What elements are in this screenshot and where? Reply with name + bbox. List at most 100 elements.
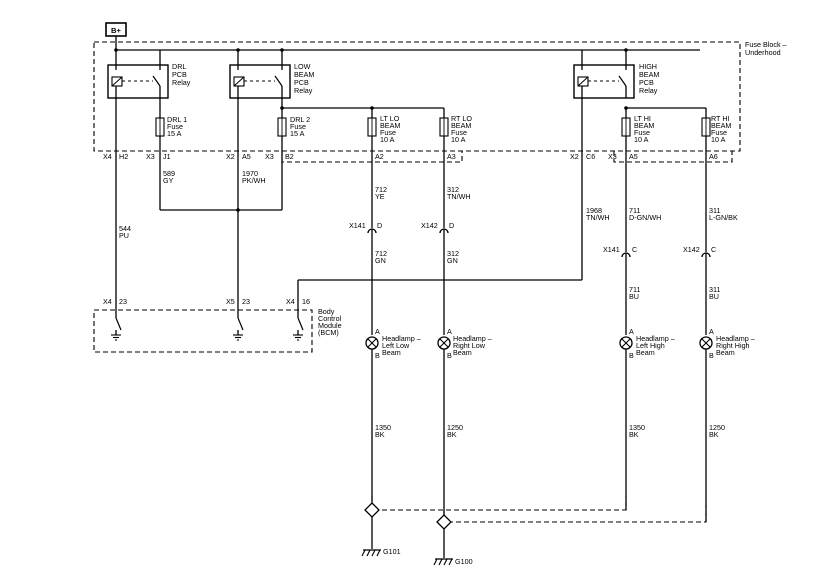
wire-711-color: D-GN/WH	[629, 213, 661, 222]
wire-312-gn-color: GN	[447, 256, 458, 265]
right-high-label-3: Beam	[716, 348, 735, 357]
pin-x2-b: X2	[570, 152, 579, 161]
lt-lo-fuse-label-4: 10 A	[380, 135, 395, 144]
headlamp-left-high	[619, 336, 633, 350]
wire-589-number: 589	[163, 169, 175, 178]
bcm-pin-16: 16	[302, 297, 310, 306]
rt-hi-fuse-label-2: BEAM	[711, 121, 731, 130]
wire-311-bu-number: 311	[709, 285, 720, 294]
bcm-switch-2	[233, 317, 244, 341]
rt-lo-fuse-label-3: Fuse	[451, 128, 467, 137]
connector-x141-d	[367, 228, 377, 238]
left-low-label-3: Beam	[382, 348, 401, 357]
wire-1350-color: BK	[375, 430, 385, 439]
connector-x141-hi-pin: C	[632, 245, 637, 254]
drl2-fuse-label-1: DRL 2	[290, 115, 310, 124]
high-beam-relay-label-1: HIGH	[639, 62, 657, 71]
pin-x3-c: X3	[608, 152, 617, 161]
bcm-pin-23: 23	[119, 297, 127, 306]
pin-x4: X4	[103, 152, 112, 161]
wire-711-bu-color: BU	[629, 292, 639, 301]
wire-312-color: TN/WH	[447, 192, 471, 201]
drl2-fuse-label-2: Fuse	[290, 122, 306, 131]
ground-g100-label: G100	[455, 557, 473, 566]
lt-lo-fuse-label-3: Fuse	[380, 128, 396, 137]
right-low-label-2: Right Low	[453, 341, 486, 350]
wire-1250-color: BK	[447, 430, 457, 439]
wire-1968-color: TN/WH	[586, 213, 610, 222]
connector-x142-c	[701, 252, 711, 262]
wire-1350-number: 1350	[375, 423, 391, 432]
left-high-pin-b: B	[629, 351, 634, 360]
lt-lo-fuse-label-1: LT LO	[380, 114, 400, 123]
pin-a5-b: A5	[629, 152, 638, 161]
drl2-fuse-label-3: 15 A	[290, 129, 305, 138]
bcm-pin-x4: X4	[103, 297, 112, 306]
wire-1970-number: 1970	[242, 169, 258, 178]
rt-hi-fuse-label-4: 10 A	[711, 135, 726, 144]
right-high-label-1: Headlamp –	[716, 334, 755, 343]
rt-hi-fuse-label-3: Fuse	[711, 128, 727, 137]
wire-1250-b-color: BK	[709, 430, 719, 439]
drl1-fuse	[155, 98, 165, 137]
connector-x141-pin: D	[377, 221, 382, 230]
left-low-pin-a: A	[375, 327, 380, 336]
low-beam-relay-label-1: LOW	[294, 62, 311, 71]
bcm-outline	[93, 309, 313, 353]
pin-a3: A3	[447, 152, 456, 161]
pin-j1: J1	[163, 152, 171, 161]
ground-g101-icon	[361, 549, 381, 557]
bcm-pin-23-b: 23	[242, 297, 250, 306]
drl-relay	[107, 50, 169, 99]
left-high-pin-a: A	[629, 327, 634, 336]
wire-711-number: 711	[629, 206, 640, 215]
wire-544-color: PU	[119, 231, 129, 240]
low-beam-relay-label-2: BEAM	[294, 70, 314, 79]
lt-hi-fuse-label-2: BEAM	[634, 121, 654, 130]
wire-312-number: 312	[447, 185, 459, 194]
wire-1968-number: 1968	[586, 206, 602, 215]
lt-lo-beam-fuse	[367, 108, 377, 137]
bcm-pin-x5: X5	[226, 297, 235, 306]
ground-g101-label: G101	[383, 547, 401, 556]
drl-relay-label-3: Relay	[172, 78, 191, 87]
right-low-label-3: Beam	[453, 348, 472, 357]
pin-x3-b: X3	[265, 152, 274, 161]
connector-x142-pin: D	[449, 221, 454, 230]
right-high-pin-b: B	[709, 351, 714, 360]
wire-1350-b-color: BK	[629, 430, 639, 439]
ground-splice-g101	[364, 502, 380, 518]
lt-lo-fuse-label-2: BEAM	[380, 121, 400, 130]
wire-311-number: 311	[709, 206, 720, 215]
wire-589-color: GY	[163, 176, 174, 185]
connector-x142-d	[439, 228, 449, 238]
right-high-pin-a: A	[709, 327, 714, 336]
lt-hi-fuse-label-1: LT HI	[634, 114, 651, 123]
pin-x2: X2	[226, 152, 235, 161]
right-low-pin-a: A	[447, 327, 452, 336]
low-beam-relay-label-3: PCB	[294, 78, 309, 87]
fuse-block-label-2: Underhood	[745, 48, 781, 57]
rt-lo-fuse-label-1: RT LO	[451, 114, 472, 123]
drl2-fuse	[277, 98, 287, 137]
left-low-pin-b: B	[375, 351, 380, 360]
drl-relay-label-2: PCB	[172, 70, 187, 79]
right-low-pin-b: B	[447, 351, 452, 360]
battery-positive-label: B+	[111, 26, 121, 35]
bcm-switch-1	[111, 317, 122, 341]
wire-1970-color: PK/WH	[242, 176, 266, 185]
pin-c6: C6	[586, 152, 595, 161]
bcm-label-1: Body	[318, 307, 335, 316]
rt-lo-fuse-label-2: BEAM	[451, 121, 471, 130]
wire-312-gn-number: 312	[447, 249, 459, 258]
bcm-label-4: (BCM)	[318, 328, 339, 337]
drl1-fuse-label-3: 15 A	[167, 129, 182, 138]
connector-x141-name: X141	[349, 221, 366, 230]
low-beam-relay	[229, 50, 291, 99]
bcm-label-2: Control	[318, 314, 342, 323]
drl-relay-label-1: DRL	[172, 62, 186, 71]
high-beam-relay-label-3: PCB	[639, 78, 654, 87]
fuse-block-outline	[93, 41, 741, 152]
connector-x142-hi-pin: C	[711, 245, 716, 254]
